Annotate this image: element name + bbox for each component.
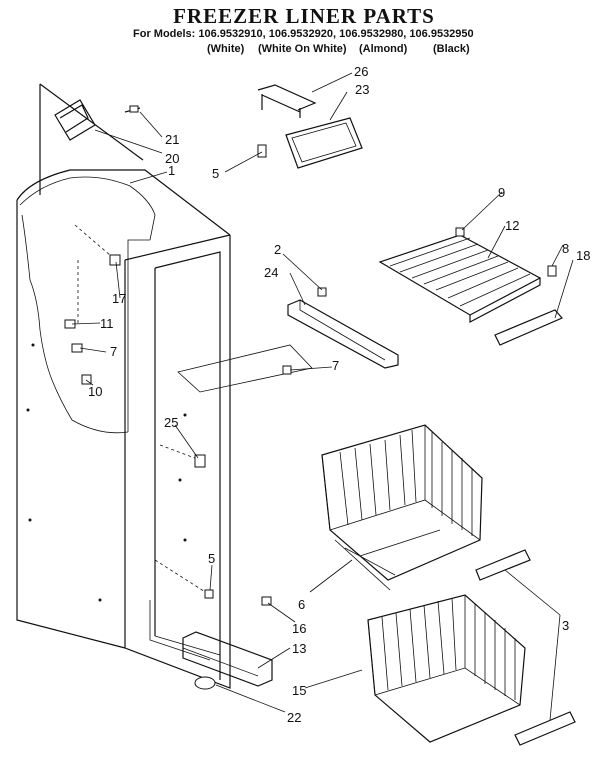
callout-22: 22 xyxy=(287,710,301,725)
callout-7-left: 7 xyxy=(110,344,117,359)
bracket-20 xyxy=(54,99,141,141)
callout-5-bottom: 5 xyxy=(208,551,215,566)
callout-11: 11 xyxy=(100,316,114,331)
screw-16 xyxy=(261,596,272,606)
callout-2: 2 xyxy=(274,242,281,257)
callout-5-top: 5 xyxy=(212,166,219,181)
bottom-trim-13 xyxy=(182,631,273,687)
header: FREEZER LINER PARTS For Models: 106.9532… xyxy=(0,0,608,70)
callout-13: 13 xyxy=(292,641,306,656)
callout-3: 3 xyxy=(562,618,569,633)
callout-8: 8 xyxy=(562,241,569,256)
callout-25: 25 xyxy=(164,415,178,430)
basket-15 xyxy=(367,594,526,743)
foot-22 xyxy=(194,676,216,690)
callout-26: 26 xyxy=(354,64,368,79)
color-almond: (Almond) xyxy=(359,43,408,55)
callout-9: 9 xyxy=(498,185,505,200)
color-white-on-white: (White On White) xyxy=(258,43,347,55)
callout-21: 21 xyxy=(165,132,179,147)
callout-24: 24 xyxy=(264,265,278,280)
bracket-26 xyxy=(257,84,317,118)
callout-6: 6 xyxy=(298,597,305,612)
basket-divider-3 xyxy=(475,549,576,746)
callout-7-right: 7 xyxy=(332,358,339,373)
callout-10: 10 xyxy=(88,384,102,399)
callout-20: 20 xyxy=(165,151,179,166)
callout-18: 18 xyxy=(576,248,590,263)
color-white: (White) xyxy=(207,43,245,55)
wire-shelf-12 xyxy=(378,227,557,323)
callout-23: 23 xyxy=(355,82,369,97)
page-title: FREEZER LINER PARTS xyxy=(173,4,435,28)
callout-17: 17 xyxy=(112,291,126,306)
shelf-trim-18 xyxy=(494,309,563,346)
model-numbers: For Models: 106.9532910, 106.9532920, 10… xyxy=(133,28,474,40)
screw-5-top xyxy=(257,144,267,158)
callout-12: 12 xyxy=(505,218,519,233)
leader-lines xyxy=(71,72,574,721)
callout-1: 1 xyxy=(168,163,175,178)
color-black: (Black) xyxy=(433,43,470,55)
callout-15: 15 xyxy=(292,683,306,698)
light-shield-23 xyxy=(285,117,363,169)
shelf-rail-24 xyxy=(287,287,399,369)
callout-16: 16 xyxy=(292,621,306,636)
basket-6 xyxy=(321,424,483,591)
callout-labels: 1 2 3 5 5 6 7 7 8 9 10 11 12 13 15 16 17… xyxy=(88,64,590,725)
freezer-liner xyxy=(16,83,313,689)
